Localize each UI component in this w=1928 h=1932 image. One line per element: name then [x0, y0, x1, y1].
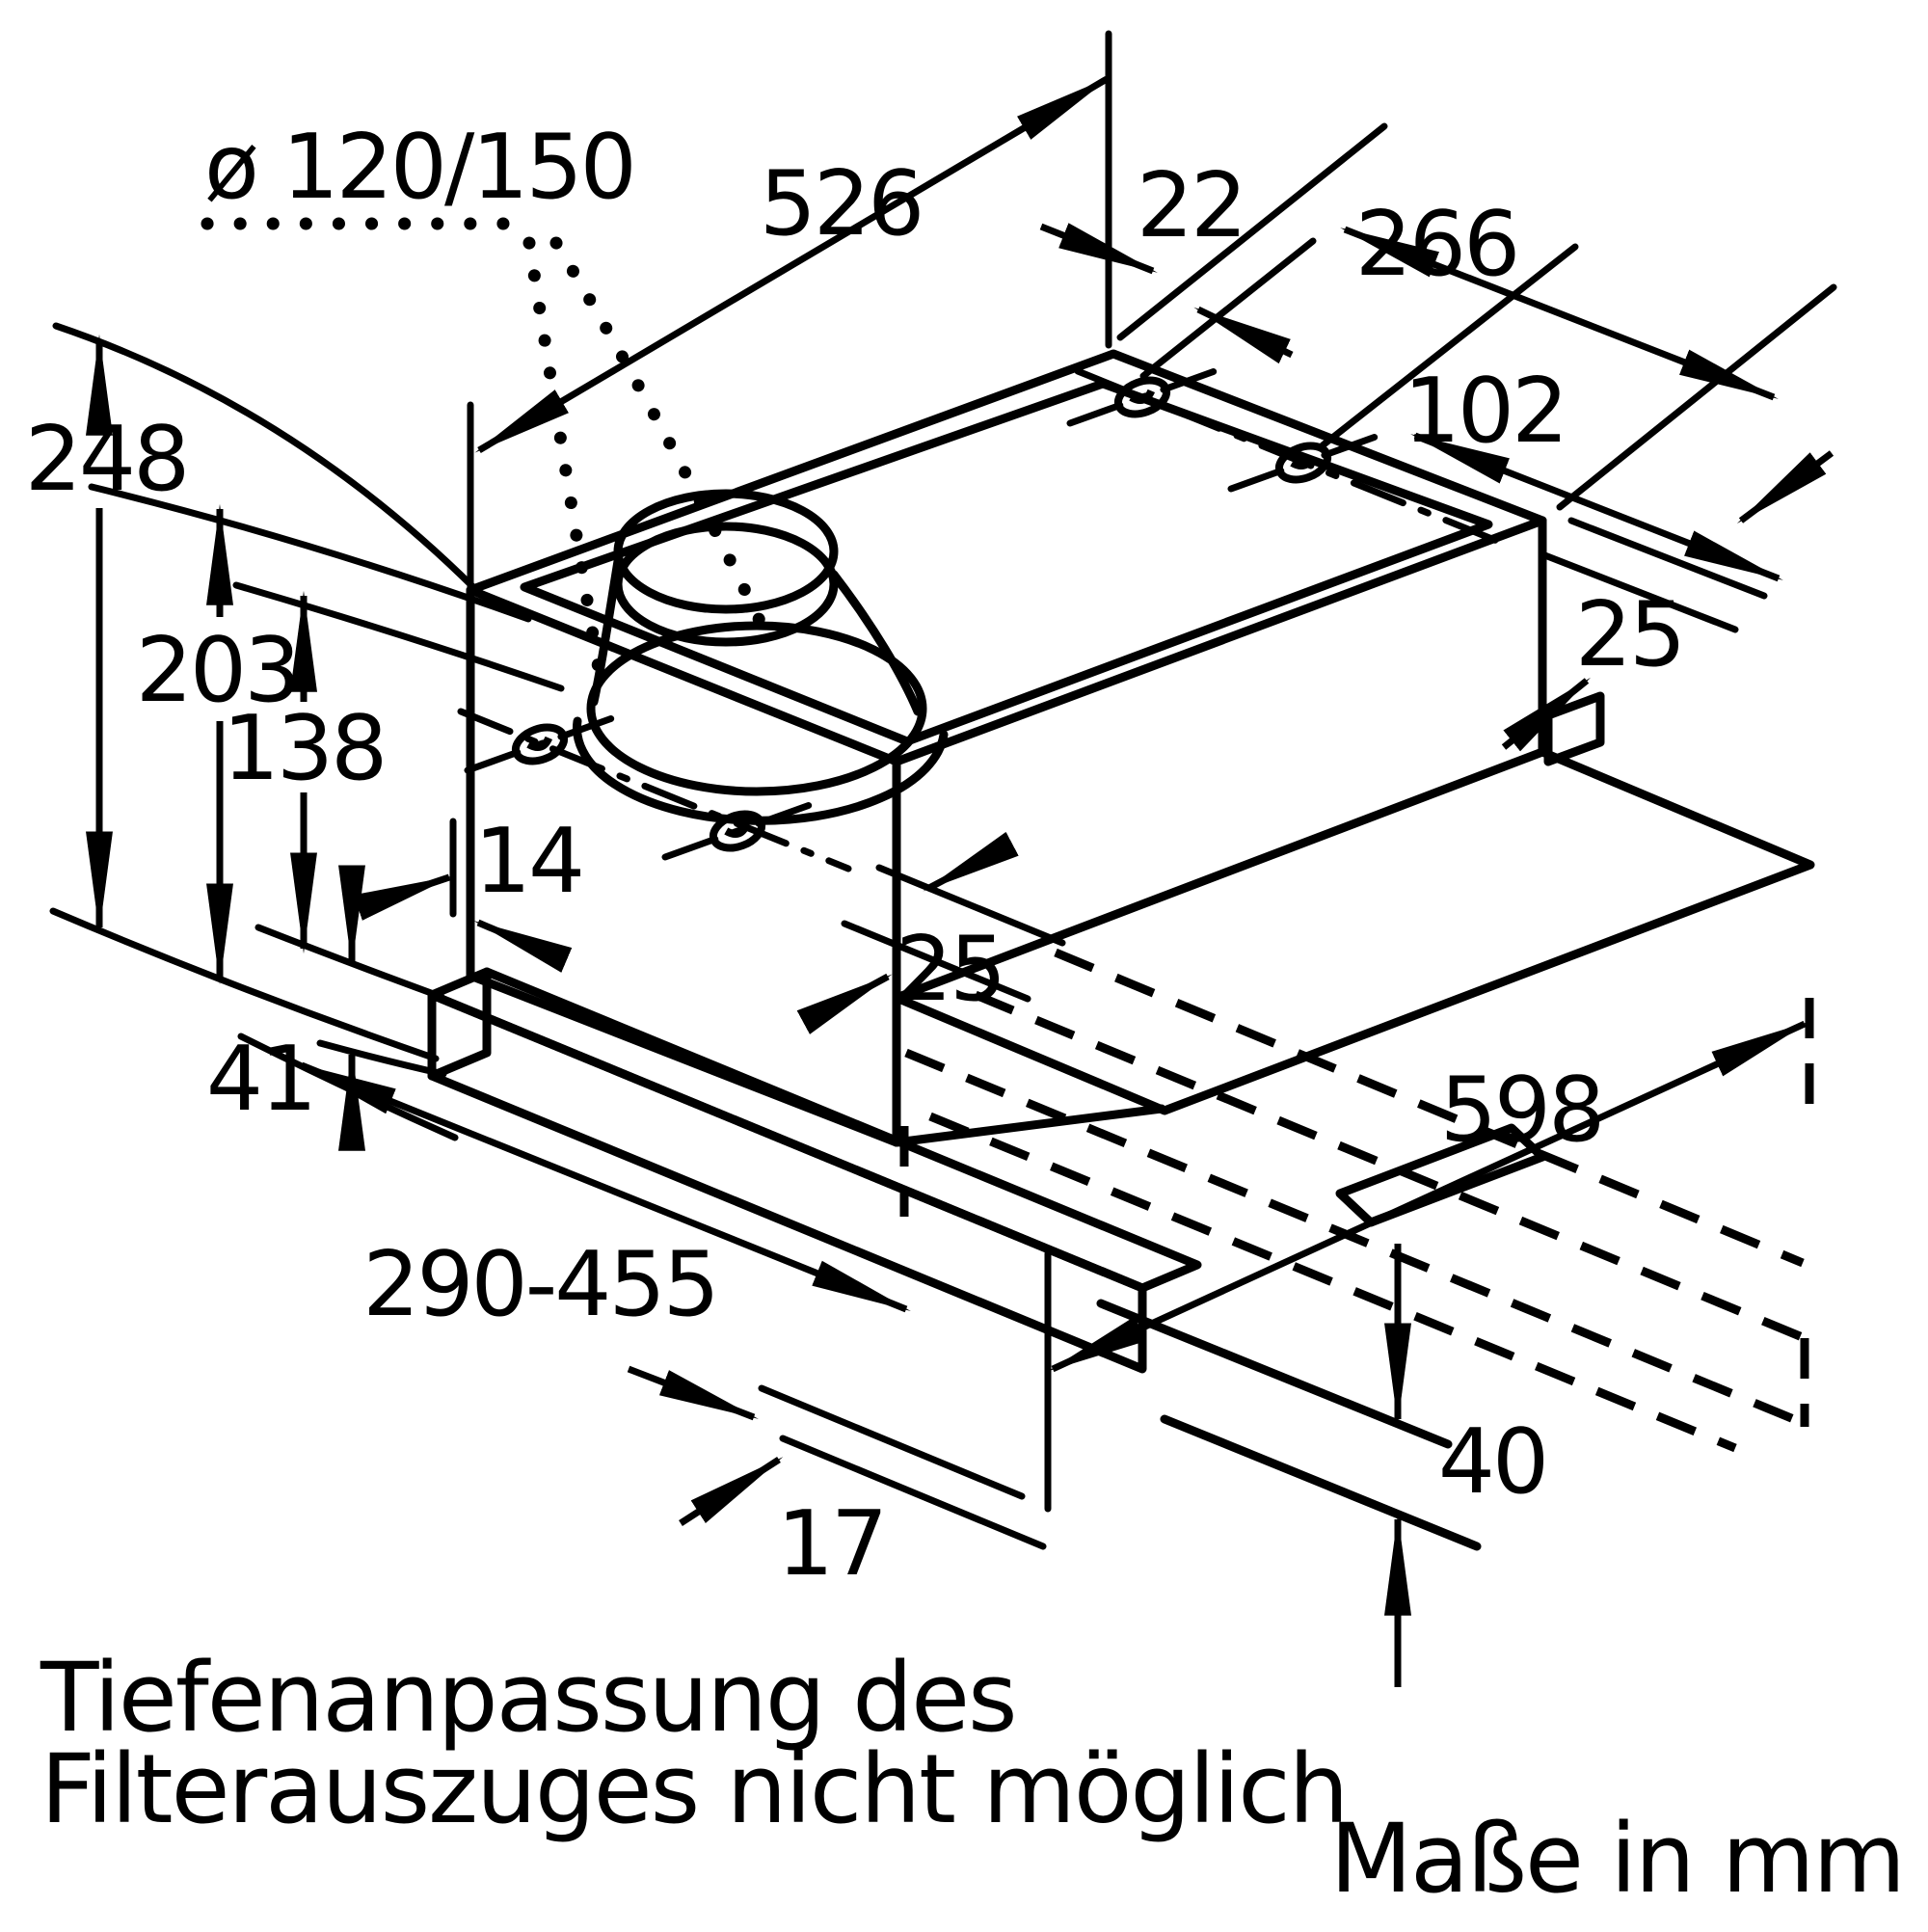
centerline-back	[1074, 367, 1513, 550]
dim-25r-upper	[1736, 450, 1834, 524]
dim-266-line	[1340, 226, 1779, 401]
ext-25f-line2	[875, 864, 1066, 947]
dimension-lines	[86, 75, 1834, 1687]
centerline-stub	[661, 801, 814, 861]
dim-17-upper	[627, 1365, 759, 1421]
label-266: 266	[1355, 192, 1518, 296]
dim-25f-upper	[923, 831, 1019, 893]
dim-22-left	[1039, 223, 1158, 275]
duct-leader-left	[522, 236, 606, 682]
dim-25f-lower	[796, 973, 893, 1034]
label-290-455: 290-455	[362, 1232, 717, 1336]
label-203: 203	[136, 618, 299, 722]
label-102: 102	[1404, 359, 1566, 463]
ext-curve-top-3	[232, 581, 565, 692]
label-25-right: 25	[1575, 582, 1683, 686]
collar-cone-right	[829, 570, 923, 716]
units-note: Maße in mm	[1330, 1804, 1904, 1915]
label-22: 22	[1137, 153, 1245, 257]
collar-top-rim	[613, 489, 839, 614]
drawer-edge	[974, 990, 1807, 1343]
ext-25f-line1	[841, 920, 1031, 1003]
dim-14-right	[473, 919, 573, 973]
dimension-labels: ø 120/150 526 22 266 102 25 248 203 138 …	[25, 115, 1686, 1596]
ext-curve-top-2	[88, 483, 532, 623]
ext-266-right	[1556, 283, 1837, 511]
centerlines	[457, 367, 1513, 872]
dim-598-line	[1048, 1020, 1809, 1373]
centerline-stub	[464, 714, 616, 774]
centerline-front	[457, 708, 852, 872]
dim-25r-lower	[1501, 677, 1592, 752]
label-41: 41	[206, 1027, 314, 1131]
dim-22-right	[1193, 306, 1294, 364]
centerline-stub	[1227, 433, 1379, 493]
ext-stub-bar-bottom	[316, 1039, 447, 1078]
dim-14-left	[353, 873, 454, 921]
drawer-edge	[904, 1048, 1814, 1432]
note-line-1: Tiefenanpassung des	[40, 1643, 1016, 1754]
duct-collar	[573, 489, 949, 825]
dim-102-line	[1410, 432, 1783, 582]
label-14: 14	[474, 809, 582, 913]
ext-17-line2	[779, 1435, 1047, 1550]
label-248: 248	[25, 407, 188, 511]
label-17: 17	[777, 1491, 885, 1596]
note-line-2: Filterauszuges nicht möglich	[40, 1734, 1347, 1845]
label-598: 598	[1440, 1058, 1603, 1162]
dim-290-line	[297, 1061, 911, 1313]
collar-base	[586, 621, 927, 796]
drawer-front-bottom	[1160, 1414, 1482, 1551]
duct-leaders	[201, 217, 768, 682]
label-25-front: 25	[896, 917, 1004, 1021]
label-40: 40	[1438, 1409, 1546, 1514]
ext-curve-top-1	[52, 322, 478, 592]
ext-22-outer	[1116, 122, 1388, 341]
ext-17-line1	[758, 1384, 1026, 1500]
caption: Tiefenanpassung des Filterauszuges nicht…	[40, 1643, 1906, 1915]
label-duct-diameter: ø 120/150	[204, 115, 634, 219]
dim-526-line	[474, 75, 1111, 454]
label-138: 138	[223, 696, 386, 800]
dim-17-lower	[679, 1457, 784, 1526]
label-526: 526	[760, 151, 923, 255]
